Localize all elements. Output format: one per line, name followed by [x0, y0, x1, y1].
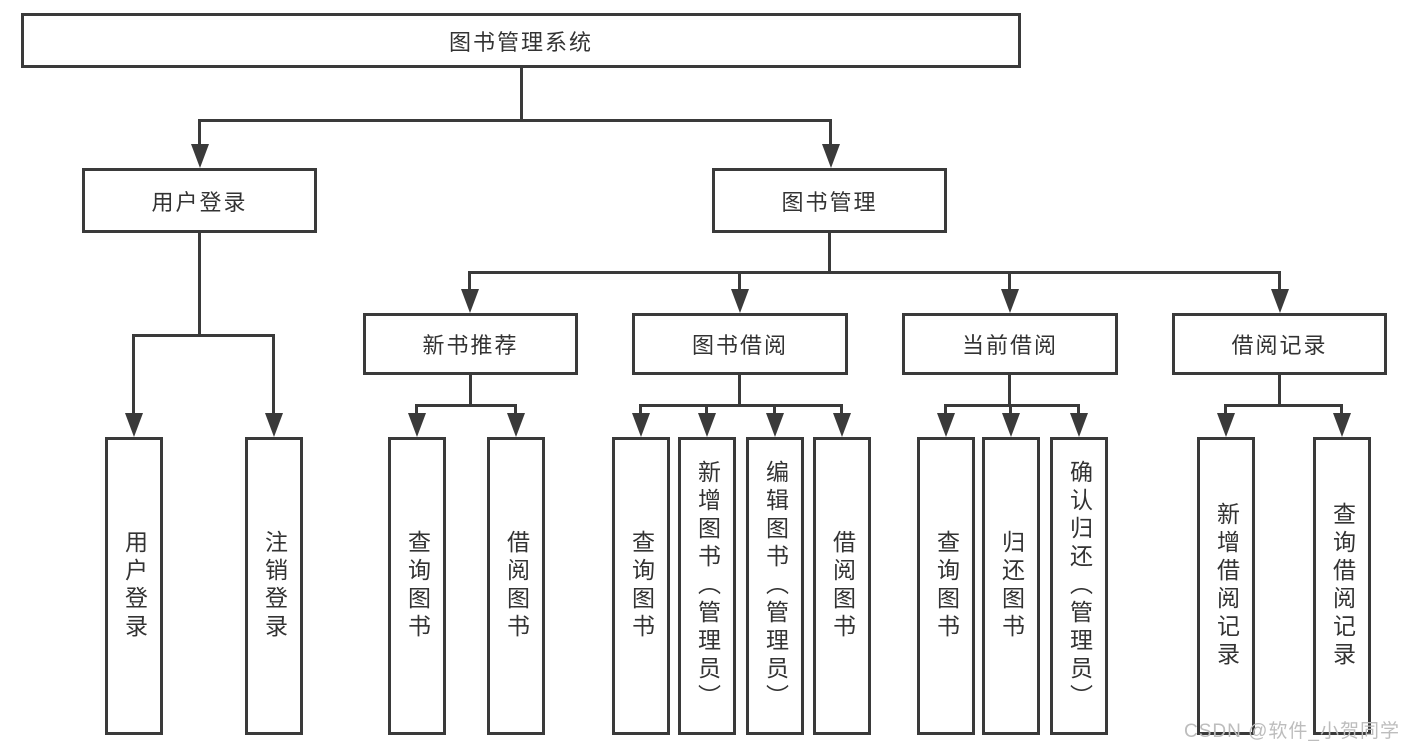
node-book-management: 图书管理 — [712, 168, 947, 233]
connector-segment — [1008, 375, 1011, 406]
leaf-label: 新增借阅记录 — [1213, 502, 1240, 670]
node-label: 图书管理系统 — [448, 29, 593, 55]
connector-segment — [705, 404, 708, 413]
connector-segment — [514, 404, 517, 413]
connector-segment — [829, 119, 832, 145]
arrowhead-down-icon — [632, 413, 650, 437]
leaf-label: 新增图书（管理员） — [694, 460, 721, 712]
connector-segment — [198, 119, 832, 122]
connector-segment — [415, 404, 517, 407]
csdn-watermark: CSDN @软件_小贺同学 — [1184, 721, 1400, 742]
leaf-label: 编辑图书（管理员） — [762, 460, 789, 712]
node-current-borrow: 当前借阅 — [902, 313, 1118, 375]
node-label: 借阅记录 — [1231, 333, 1328, 358]
leaf-borrow-books-2: 借阅图书 — [813, 437, 871, 735]
arrowhead-down-icon — [766, 413, 784, 437]
node-book-borrow: 图书借阅 — [632, 313, 848, 375]
arrowhead-down-icon — [191, 144, 209, 168]
connector-segment — [469, 375, 472, 406]
leaf-add-borrow-record: 新增借阅记录 — [1197, 437, 1255, 735]
connector-segment — [1278, 271, 1281, 289]
connector-segment — [1009, 404, 1012, 413]
arrowhead-down-icon — [937, 413, 955, 437]
leaf-label: 借阅图书 — [829, 530, 856, 642]
node-label: 图书借阅 — [691, 333, 788, 358]
node-label: 当前借阅 — [961, 333, 1058, 358]
node-label: 新书推荐 — [422, 333, 519, 358]
node-user-login: 用户登录 — [82, 168, 317, 233]
connector-segment — [828, 233, 831, 273]
connector-segment — [840, 404, 843, 413]
connector-segment — [738, 375, 741, 406]
arrowhead-down-icon — [461, 289, 479, 313]
leaf-confirm-return-admin: 确认归还（管理员） — [1050, 437, 1108, 735]
node-borrow-records: 借阅记录 — [1172, 313, 1387, 375]
leaf-user-login: 用户登录 — [105, 437, 163, 735]
connector-segment — [1077, 404, 1080, 413]
connector-segment — [415, 404, 418, 413]
arrowhead-down-icon — [1002, 413, 1020, 437]
connector-segment — [773, 404, 776, 413]
connector-segment — [520, 68, 523, 119]
leaf-add-books-admin: 新增图书（管理员） — [678, 437, 736, 735]
arrowhead-down-icon — [1333, 413, 1351, 437]
leaf-label: 用户登录 — [121, 530, 148, 642]
leaf-query-books-2: 查询图书 — [612, 437, 670, 735]
arrowhead-down-icon — [1001, 289, 1019, 313]
connector-segment — [944, 404, 1080, 407]
connector-segment — [198, 233, 201, 334]
arrowhead-down-icon — [1070, 413, 1088, 437]
node-label: 用户登录 — [151, 189, 248, 215]
leaf-query-borrow-record: 查询借阅记录 — [1313, 437, 1371, 735]
connector-segment — [468, 271, 1281, 274]
leaf-logout: 注销登录 — [245, 437, 303, 735]
connector-segment — [272, 334, 275, 413]
node-root-library-system: 图书管理系统 — [21, 13, 1021, 68]
leaf-borrow-books-1: 借阅图书 — [487, 437, 545, 735]
leaf-label: 查询图书 — [628, 530, 655, 642]
arrowhead-down-icon — [507, 413, 525, 437]
connector-segment — [1224, 404, 1343, 407]
connector-segment — [1340, 404, 1343, 413]
node-label: 图书管理 — [781, 189, 878, 215]
arrowhead-down-icon — [822, 144, 840, 168]
arrowhead-down-icon — [1271, 289, 1289, 313]
connector-segment — [639, 404, 843, 407]
arrowhead-down-icon — [408, 413, 426, 437]
connector-segment — [133, 334, 275, 337]
leaf-label: 查询图书 — [933, 530, 960, 642]
leaf-label: 查询借阅记录 — [1329, 502, 1356, 670]
leaf-label: 确认归还（管理员） — [1066, 460, 1093, 712]
connector-segment — [198, 119, 201, 145]
leaf-label: 归还图书 — [998, 530, 1025, 642]
arrowhead-down-icon — [833, 413, 851, 437]
arrowhead-down-icon — [265, 413, 283, 437]
connector-segment — [944, 404, 947, 413]
leaf-label: 查询图书 — [404, 530, 431, 642]
arrowhead-down-icon — [1217, 413, 1235, 437]
leaf-query-books-1: 查询图书 — [388, 437, 446, 735]
arrowhead-down-icon — [731, 289, 749, 313]
leaf-label: 注销登录 — [261, 530, 288, 642]
connector-segment — [1278, 375, 1281, 406]
connector-segment — [738, 271, 741, 289]
connector-segment — [1008, 271, 1011, 289]
connector-segment — [468, 271, 471, 289]
connector-segment — [1224, 404, 1227, 413]
leaf-return-books: 归还图书 — [982, 437, 1040, 735]
connector-segment — [639, 404, 642, 413]
leaf-query-books-3: 查询图书 — [917, 437, 975, 735]
leaf-label: 借阅图书 — [503, 530, 530, 642]
arrowhead-down-icon — [698, 413, 716, 437]
arrowhead-down-icon — [125, 413, 143, 437]
node-new-book-recommend: 新书推荐 — [363, 313, 578, 375]
connector-segment — [132, 334, 135, 413]
leaf-edit-books-admin: 编辑图书（管理员） — [746, 437, 804, 735]
